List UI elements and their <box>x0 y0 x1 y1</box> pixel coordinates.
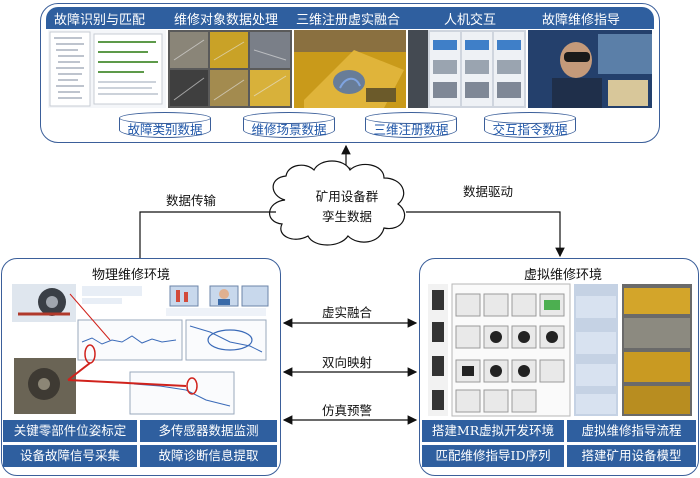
datastore-label: 三维注册数据 <box>373 122 449 137</box>
virtual-cell-guidance-flow: 虚拟维修指导流程 <box>567 420 696 442</box>
equipment-grid-thumb <box>168 30 292 108</box>
hci-thumb <box>408 30 526 108</box>
physical-title: 物理维修环境 <box>92 268 171 283</box>
registration-datastore: 三维注册数据 <box>365 112 457 142</box>
warning-label: 仿真预警 <box>322 403 373 418</box>
cloud-shape <box>269 160 406 246</box>
physical-cell-pose-calibration: 关键零部件位姿标定 <box>3 420 137 442</box>
data-driven-label: 数据驱动 <box>463 184 514 199</box>
data-driven-arrow <box>406 211 565 258</box>
fusion-label: 虚实融合 <box>322 305 373 320</box>
physical-cell-fault-signal: 设备故障信号采集 <box>3 445 137 467</box>
registration-3d-thumb <box>294 30 406 108</box>
header-object-processing: 维修对象数据处理 <box>174 13 279 28</box>
physical-cell-sensor-monitoring: 多传感器数据监测 <box>140 420 277 442</box>
data-transfer-label: 数据传输 <box>166 193 217 208</box>
virtual-cell-equipment-model: 搭建矿用设备模型 <box>567 445 696 467</box>
software-screenshot-thumb <box>48 30 166 108</box>
data-transfer-line <box>139 211 276 258</box>
interaction-command-datastore: 交互指令数据 <box>484 112 576 142</box>
virtual-cell-mr-environment: 搭建MR虚拟开发环境 <box>422 420 564 442</box>
cloud-line2: 孪生数据 <box>321 209 372 224</box>
datastore-label: 维修场景数据 <box>251 122 327 137</box>
header-maintenance-guidance: 故障维修指导 <box>542 13 621 28</box>
physical-cell-diagnosis-info: 故障诊断信息提取 <box>140 445 277 467</box>
physical-illustration <box>10 280 272 416</box>
header-hci: 人机交互 <box>444 13 497 28</box>
header-fault-recognition: 故障识别与匹配 <box>54 13 146 28</box>
fault-category-datastore: 故障类别数据 <box>119 112 211 142</box>
datastore-label: 故障类别数据 <box>127 122 203 137</box>
mapping-label: 双向映射 <box>322 355 373 370</box>
virtual-illustration <box>426 282 694 418</box>
maintenance-guidance-thumb <box>528 30 652 108</box>
maintenance-scene-datastore: 维修场景数据 <box>243 112 335 142</box>
virtual-cell-id-sequence: 匹配维修指导ID序列 <box>422 445 564 467</box>
thumbnail-strip <box>48 30 652 108</box>
header-registration-fusion: 三维注册虚实融合 <box>296 13 401 28</box>
datastore-label: 交互指令数据 <box>492 122 568 137</box>
top-header-bar: 故障识别与匹配 维修对象数据处理 三维注册虚实融合 人机交互 故障维修指导 <box>46 7 654 29</box>
virtual-title: 虚拟维修环境 <box>524 268 603 283</box>
cloud-line1: 矿用设备群 <box>315 189 379 204</box>
